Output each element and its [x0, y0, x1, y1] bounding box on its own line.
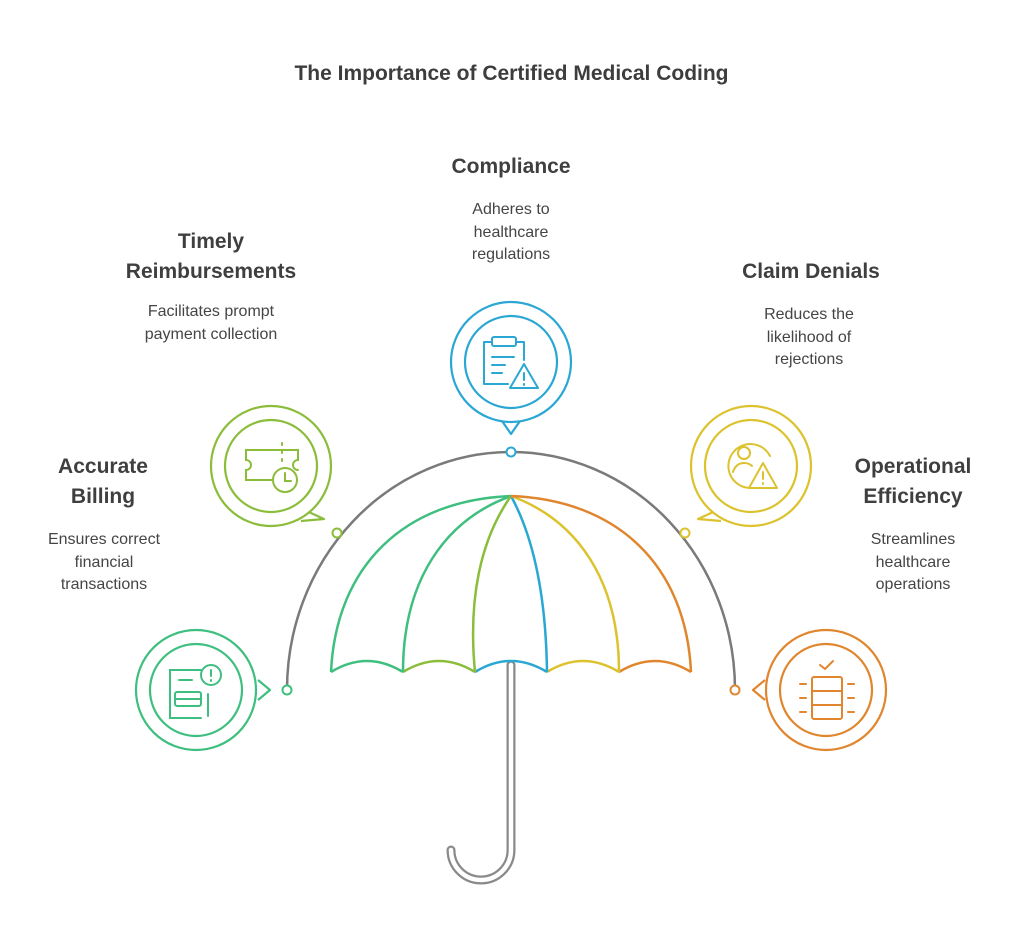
node-dot-denials	[679, 527, 691, 539]
canopy-rib-2	[471, 495, 513, 673]
canopy-hem-compliance	[474, 659, 548, 674]
ticket-clock-icon	[245, 442, 299, 493]
canopy-rib-4	[510, 494, 621, 673]
canopy-rib-3	[509, 495, 549, 673]
server-check-icon	[799, 660, 855, 720]
canopy-hem-denials	[546, 659, 620, 674]
diagram-title: The Importance of Certified Medical Codi…	[294, 62, 729, 85]
canopy-outer-right	[510, 494, 693, 673]
node-dot-compliance	[505, 446, 517, 458]
user-warning-icon	[727, 443, 778, 489]
bubble-accurate-billing	[134, 628, 272, 752]
outer-arc	[285, 450, 737, 691]
umbrella-handle	[446, 660, 516, 885]
clipboard-warning-icon	[483, 336, 539, 389]
accurate-billing-description: Ensures correct financial transactions	[47, 531, 161, 593]
canopy-outer-left	[329, 494, 512, 673]
canopy-hem-efficiency	[618, 659, 692, 674]
bubble-timely-reimbursements	[209, 404, 333, 528]
timely-reimbursements-title: Timely Reimbursements	[125, 230, 297, 283]
canopy-hem-reimbursements	[402, 659, 476, 674]
canopy-rib-1	[401, 494, 512, 673]
compliance-description: Adheres to healthcare regulations	[471, 201, 551, 263]
operational-efficiency-title: Operational Efficiency	[854, 455, 972, 508]
node-dot-efficiency	[729, 684, 741, 696]
timely-reimbursements-description: Facilitates prompt payment collection	[144, 303, 278, 343]
billing-alert-icon	[169, 664, 222, 719]
accurate-billing-title: Accurate Billing	[58, 455, 148, 508]
node-dot-reimbursements	[331, 527, 343, 539]
bubble-operational-efficiency	[751, 628, 888, 752]
operational-efficiency-description: Streamlines healthcare operations	[870, 531, 956, 593]
bubble-compliance	[449, 300, 573, 436]
claim-denials-title: Claim Denials	[742, 260, 880, 283]
compliance-title: Compliance	[451, 155, 571, 178]
node-dot-billing	[281, 684, 293, 696]
canopy-hem-billing	[330, 659, 404, 674]
bubble-claim-denials	[689, 404, 813, 528]
claim-denials-description: Reduces the likelihood of rejections	[764, 306, 854, 368]
